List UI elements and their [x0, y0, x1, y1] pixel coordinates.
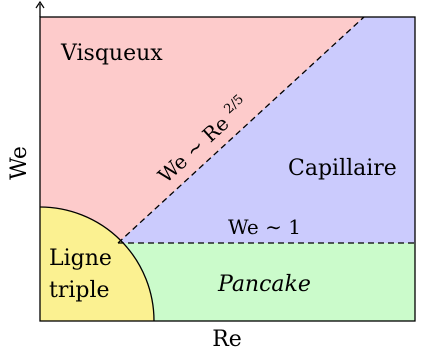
- region-pancake-label: Pancake: [217, 272, 311, 297]
- x-axis-label: Re: [212, 327, 242, 352]
- plot-frame: [39, 16, 416, 322]
- region-visqueux-label: Visqueux: [60, 41, 163, 66]
- region-ligne-label: Ligne: [49, 246, 112, 271]
- boundary-horizontal-label: We ∼ 1: [228, 215, 301, 239]
- y-axis-arrow-icon: [35, 0, 45, 9]
- region-ligne-triple: [40, 207, 154, 321]
- region-visqueux: [40, 17, 364, 243]
- region-capillaire-label: Capillaire: [288, 156, 397, 181]
- region-triple-label: triple: [49, 278, 110, 303]
- y-axis-label: We: [7, 146, 32, 180]
- boundary-diagonal-line: [117, 16, 365, 244]
- ligne-triple-arc: [39, 206, 155, 322]
- region-capillaire: [118, 17, 415, 243]
